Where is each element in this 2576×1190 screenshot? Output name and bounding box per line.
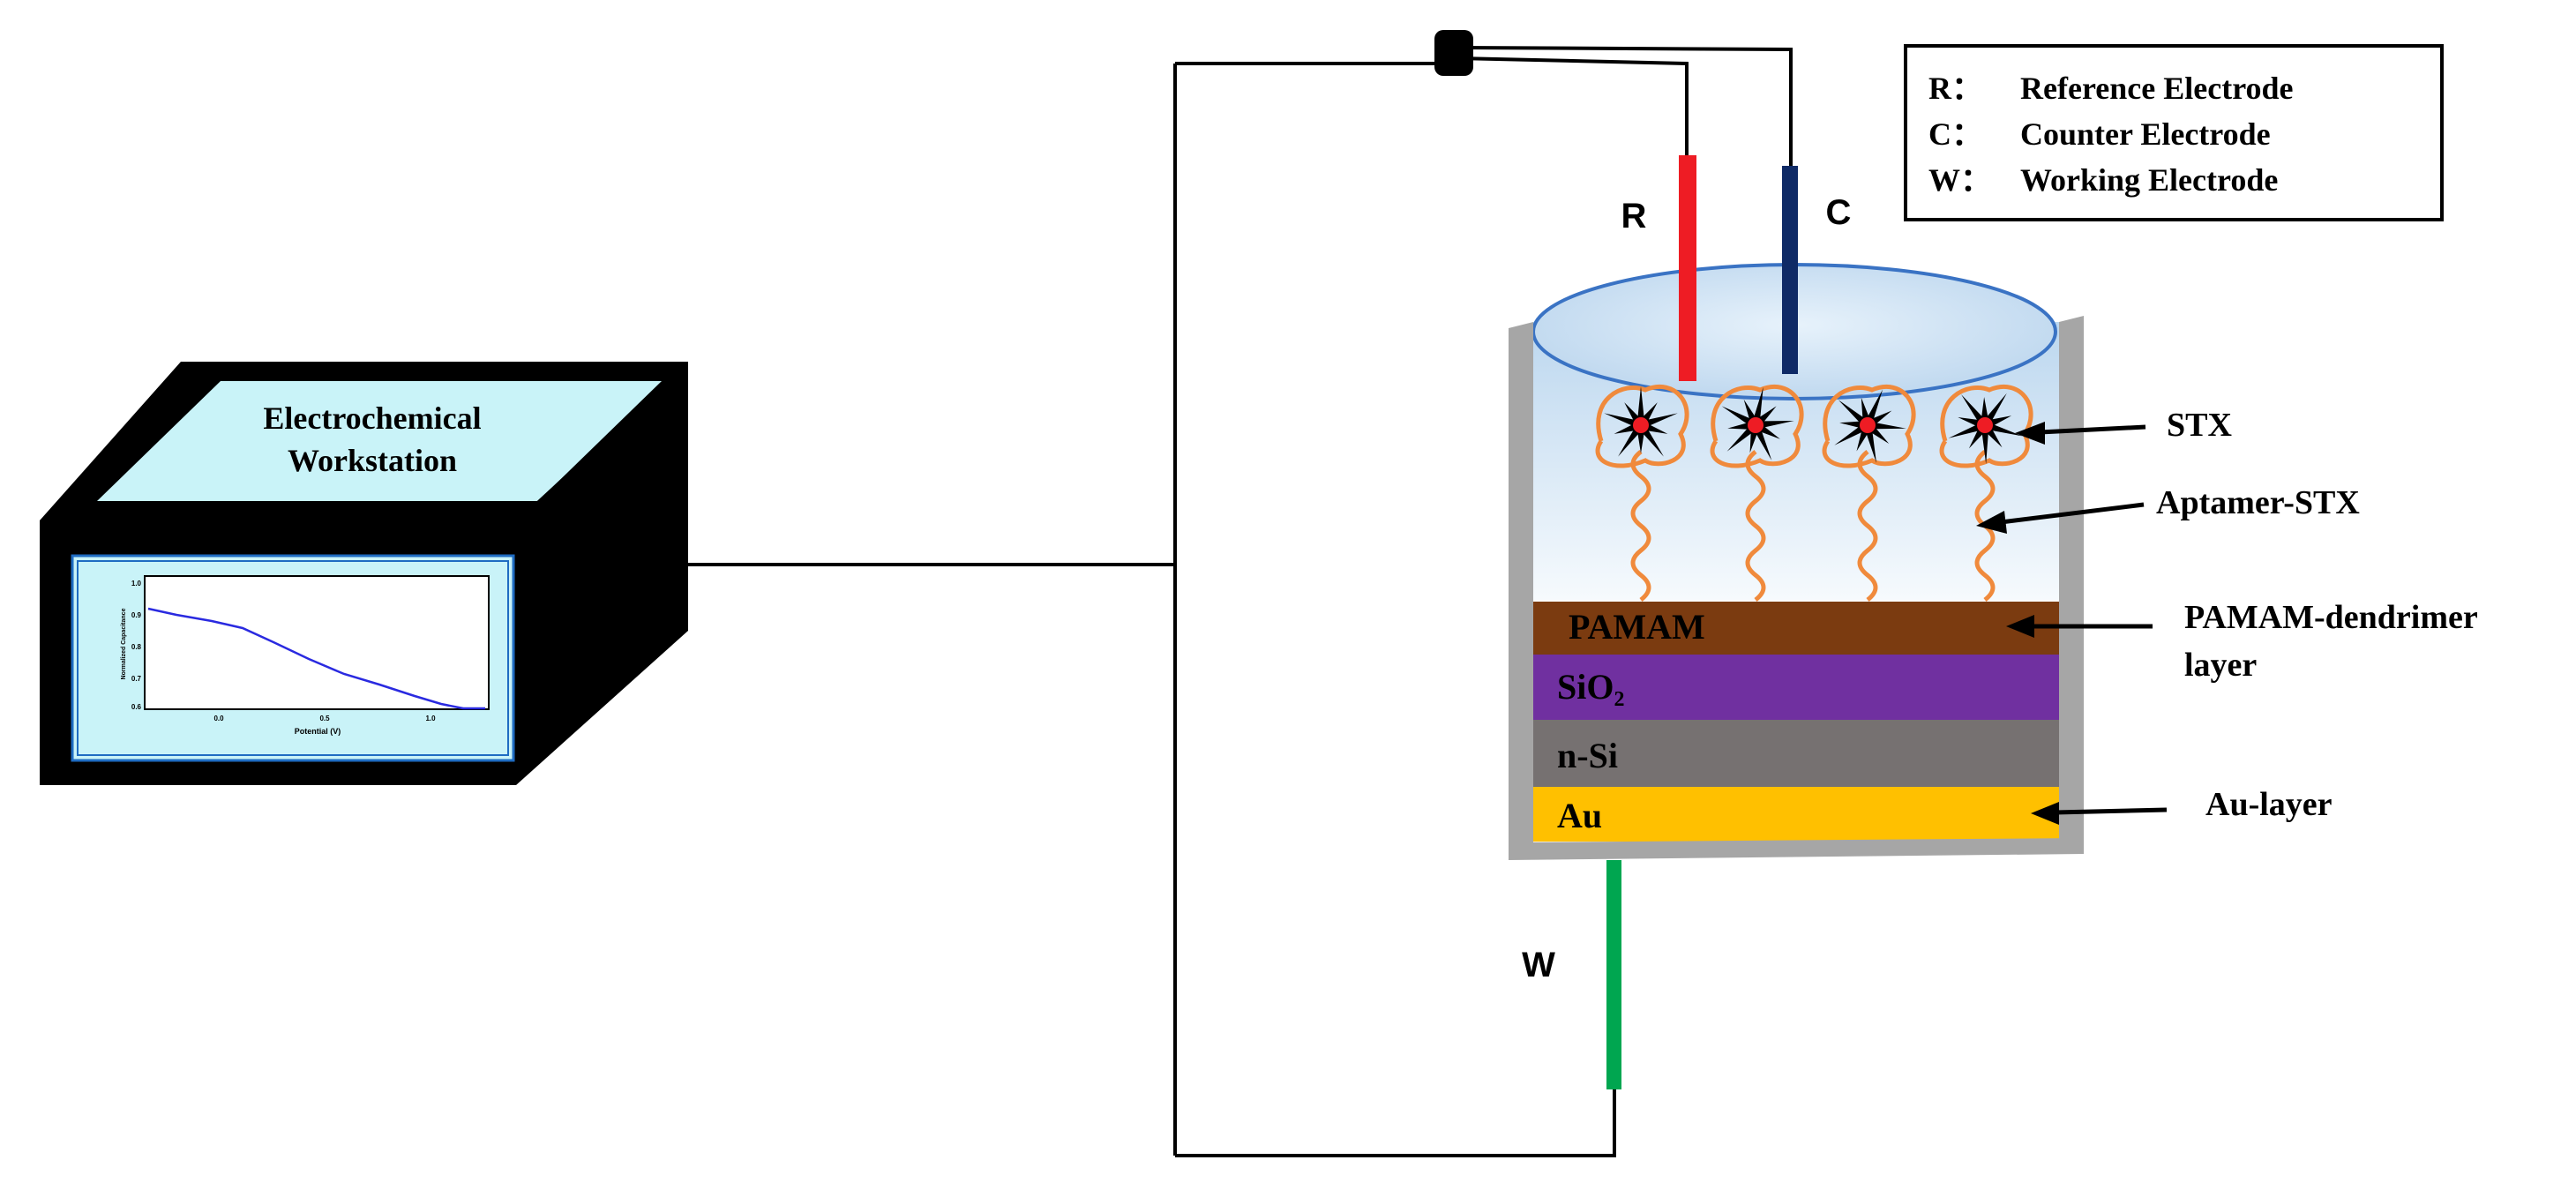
arrow-aptamer	[2000, 502, 2145, 525]
workstation-title-line2: Workstation	[288, 443, 457, 478]
annotation-pamam-line2: layer	[2184, 647, 2257, 684]
arrow-stx	[2039, 424, 2146, 435]
aptamer-strand	[1710, 384, 1804, 602]
mini-xtick: 1.0	[425, 715, 436, 722]
wiring	[688, 46, 1793, 1157]
arrow-au	[2055, 807, 2168, 815]
layer-au	[1533, 787, 2059, 842]
mini-plot-xticks: 0.0 0.5 1.0	[213, 715, 436, 722]
workstation-title-line1: Electrochemical	[263, 400, 481, 436]
aptamer-strand	[1595, 384, 1689, 602]
mini-plot-yticks: 1.0 0.9 0.8 0.7 0.6	[131, 580, 142, 711]
stx-core	[1748, 417, 1764, 433]
annotation-pamam-line1: PAMAM-dendrimer	[2184, 599, 2478, 636]
aptamer-loop	[1595, 384, 1689, 468]
legend-key-c: C：	[1928, 116, 1983, 152]
arrowhead-pamam	[2006, 615, 2034, 638]
wire-to-c	[1456, 46, 1793, 168]
layer-au-label: Au	[1557, 796, 1602, 835]
legend-text-w: Working Electrode	[2020, 162, 2278, 198]
cell-wall-left	[1509, 322, 1533, 860]
workstation-screen-border	[77, 560, 509, 756]
workstation-side-face	[516, 362, 688, 785]
wire-bottom	[1175, 1089, 1616, 1157]
annotation-aptamer: Aptamer-STX	[2156, 484, 2360, 521]
legend-box	[1904, 44, 2444, 221]
mini-plot-xlabel: Potential (V)	[295, 727, 341, 736]
layer-nsi-label: n-Si	[1557, 736, 1618, 775]
mini-xtick: 0.0	[213, 715, 224, 722]
layer-pamam	[1533, 602, 2059, 655]
layer-pamam-label: PAMAM	[1569, 607, 1705, 647]
mini-ytick: 1.0	[131, 580, 142, 588]
mini-xtick: 0.5	[319, 715, 330, 722]
cell-bottom	[1509, 838, 2084, 860]
legend-text-r: Reference Electrode	[2020, 71, 2294, 106]
wire-to-r	[1456, 56, 1689, 157]
layer-nsi	[1533, 720, 2059, 787]
arrowhead-aptamer	[1976, 511, 2007, 534]
aptamer-stem	[1745, 450, 1766, 602]
annotation-stx: STX	[2167, 407, 2232, 444]
mini-plot-curve	[147, 607, 485, 710]
workstation-top-screen	[97, 381, 662, 501]
mini-plot-ylabel: Normalized Capacitance	[121, 608, 127, 679]
electrode-c	[1782, 166, 1798, 374]
electrode-w-label: W	[1522, 946, 1555, 984]
electrochemical-cell: PAMAM SiO₂ n-Si Au	[1509, 263, 2084, 860]
legend-text-c: Counter Electrode	[2020, 116, 2271, 152]
annotation-arrows	[1976, 422, 2168, 825]
arrowhead-stx	[2015, 422, 2045, 445]
electrode-w	[1606, 860, 1621, 1089]
aptamer-stem	[1857, 450, 1878, 602]
mini-ytick: 0.7	[131, 675, 142, 683]
mini-ytick: 0.8	[131, 643, 142, 651]
annotation-au: Au-layer	[2205, 786, 2333, 823]
mini-ytick: 0.6	[131, 703, 142, 711]
legend-key-r: R：	[1928, 71, 1983, 106]
workstation: 1.0 0.9 0.8 0.7 0.6 0.0 0.5 1.0 Potentia…	[40, 362, 688, 785]
cell-wall-right	[2059, 316, 2084, 854]
arrowhead-au	[2031, 802, 2059, 825]
aptamer-loop	[1710, 384, 1804, 468]
layer-sio2	[1533, 655, 2059, 720]
aptamer-strand	[1822, 384, 1916, 602]
legend-key-w: W：	[1928, 162, 1992, 198]
electrode-c-label: C	[1826, 193, 1852, 232]
stx-core	[1977, 417, 1993, 433]
stx-core	[1860, 417, 1876, 433]
aptamer-loop	[1822, 384, 1916, 468]
electrode-r	[1679, 155, 1696, 381]
electrode-r-label: R	[1621, 197, 1647, 236]
wire-connector	[1434, 30, 1473, 76]
legend: R： Reference Electrode C： Counter Electr…	[1904, 44, 2444, 221]
stx-core	[1633, 417, 1649, 433]
mini-ytick: 0.9	[131, 611, 142, 619]
mini-plot-area	[144, 575, 490, 710]
layer-sio2-label: SiO₂	[1557, 667, 1624, 707]
aptamer-stem	[1630, 450, 1651, 602]
